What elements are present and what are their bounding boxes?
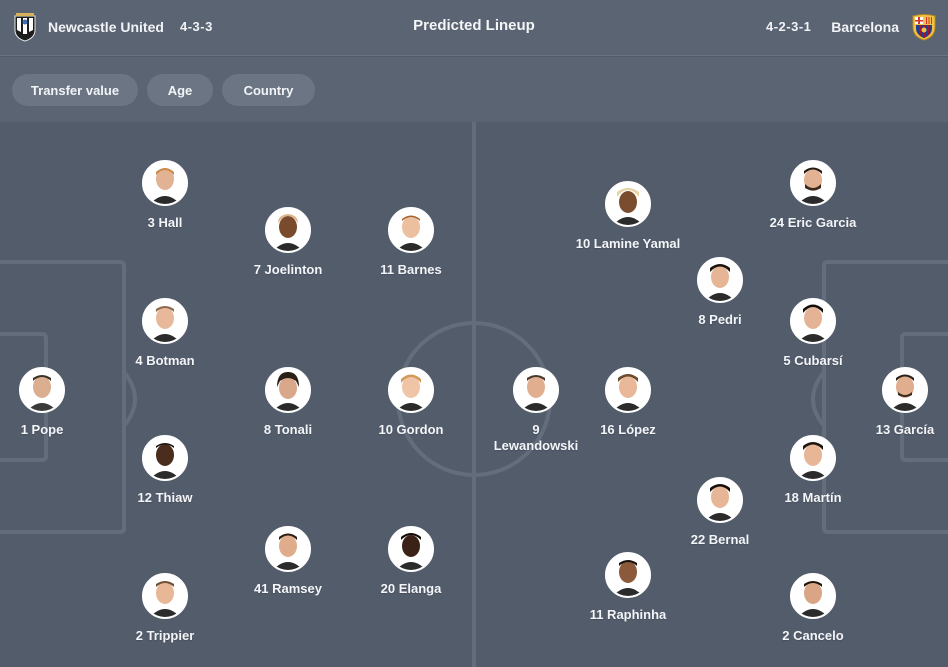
page-title: Predicted Lineup <box>413 17 535 34</box>
player-avatar <box>605 367 651 413</box>
player-card[interactable]: 8 Tonali <box>228 367 348 438</box>
home-team-name: Newcastle United <box>48 19 164 35</box>
player-card[interactable]: 3 Hall <box>105 160 225 231</box>
player-name: 12 Thiaw <box>137 490 193 505</box>
player-name: 16 López <box>600 422 656 437</box>
player-avatar <box>388 526 434 572</box>
player-avatar <box>19 367 65 413</box>
player-avatar <box>882 367 928 413</box>
player-avatar <box>142 435 188 481</box>
player-card[interactable]: 41 Ramsey <box>228 526 348 597</box>
player-card[interactable]: 8 Pedri <box>660 257 780 328</box>
player-name: 41 Ramsey <box>254 581 322 596</box>
player-card[interactable]: 16 López <box>568 367 688 438</box>
player-avatar <box>265 207 311 253</box>
player-name: 24 Eric Garcia <box>769 215 857 230</box>
player-avatar <box>513 367 559 413</box>
home-formation: 4-3-3 <box>180 19 213 34</box>
player-name: 7 Joelinton <box>253 262 323 277</box>
player-avatar <box>790 435 836 481</box>
player-name: 2 Cancelo <box>782 628 844 643</box>
player-avatar <box>142 160 188 206</box>
home-team[interactable]: Newcastle United <box>11 12 164 42</box>
player-avatar <box>265 367 311 413</box>
player-name: 13 García <box>875 422 935 437</box>
match-header: Newcastle United 4-3-3 Predicted Lineup … <box>0 0 948 56</box>
player-avatar <box>142 298 188 344</box>
pitch: 3 Hall 7 Joelinton 11 Barnes 4 Botman 1 … <box>0 122 948 667</box>
player-card[interactable]: 11 Raphinha <box>568 552 688 623</box>
player-avatar <box>388 207 434 253</box>
player-card[interactable]: 22 Bernal <box>660 477 780 548</box>
player-card[interactable]: 10 Gordon <box>351 367 471 438</box>
away-team-name: Barcelona <box>831 19 899 35</box>
player-name: 8 Pedri <box>698 312 742 327</box>
player-name: 10 Gordon <box>378 422 444 437</box>
player-card[interactable]: 10 Lamine Yamal <box>568 181 688 252</box>
barcelona-crest-icon <box>910 12 937 42</box>
player-avatar <box>697 477 743 523</box>
player-name: 1 Pope <box>20 422 64 437</box>
player-name: 8 Tonali <box>263 422 313 437</box>
away-team[interactable]: Barcelona <box>831 12 937 42</box>
player-card[interactable]: 9 Lewandowski <box>476 367 596 454</box>
player-name: 9 Lewandowski <box>493 422 579 453</box>
away-formation: 4-2-3-1 <box>766 19 812 34</box>
newcastle-crest-icon <box>11 12 38 42</box>
age-filter-button[interactable]: Age <box>147 74 213 106</box>
player-name: 4 Botman <box>135 353 195 368</box>
player-card[interactable]: 24 Eric Garcia <box>753 160 873 231</box>
player-card[interactable]: 1 Pope <box>0 367 102 438</box>
player-avatar <box>790 298 836 344</box>
player-avatar <box>605 181 651 227</box>
player-name: 5 Cubarsí <box>783 353 843 368</box>
transfer-value-filter-button[interactable]: Transfer value <box>12 74 138 106</box>
player-card[interactable]: 5 Cubarsí <box>753 298 873 369</box>
player-avatar <box>605 552 651 598</box>
player-avatar <box>388 367 434 413</box>
country-filter-button[interactable]: Country <box>222 74 315 106</box>
player-card[interactable]: 11 Barnes <box>351 207 471 278</box>
filter-bar: Transfer value Age Country <box>0 57 948 122</box>
player-card[interactable]: 4 Botman <box>105 298 225 369</box>
player-name: 18 Martín <box>784 490 842 505</box>
player-avatar <box>142 573 188 619</box>
player-card[interactable]: 7 Joelinton <box>228 207 348 278</box>
player-name: 10 Lamine Yamal <box>575 236 681 251</box>
player-card[interactable]: 2 Cancelo <box>753 573 873 644</box>
player-card[interactable]: 18 Martín <box>753 435 873 506</box>
player-card[interactable]: 13 García <box>845 367 948 438</box>
player-name: 11 Barnes <box>380 262 442 277</box>
player-card[interactable]: 2 Trippier <box>105 573 225 644</box>
player-avatar <box>265 526 311 572</box>
player-avatar <box>790 573 836 619</box>
player-name: 20 Elanga <box>380 581 442 596</box>
player-name: 2 Trippier <box>135 628 195 643</box>
player-name: 11 Raphinha <box>589 607 667 622</box>
player-card[interactable]: 20 Elanga <box>351 526 471 597</box>
player-name: 22 Bernal <box>690 532 750 547</box>
player-card[interactable]: 12 Thiaw <box>105 435 225 506</box>
player-avatar <box>697 257 743 303</box>
player-name: 3 Hall <box>147 215 183 230</box>
player-avatar <box>790 160 836 206</box>
